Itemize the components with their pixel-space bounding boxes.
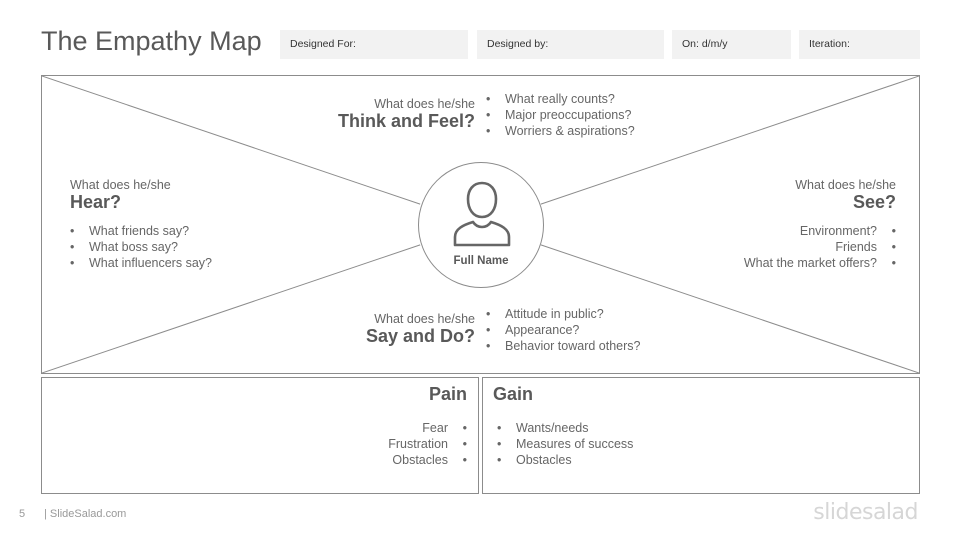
persona-full-name: Full Name xyxy=(453,255,509,267)
list-item: Worriers & aspirations? xyxy=(486,123,635,139)
pain-list: Fear Frustration Obstacles xyxy=(388,420,467,468)
list-item: Friends xyxy=(690,239,896,255)
think-feel-heading-block: What does he/she Think and Feel? xyxy=(320,97,475,132)
list-item: What really counts? xyxy=(486,91,635,107)
slidesalad-logo: slidesalad xyxy=(813,500,918,525)
list-item: Major preoccupations? xyxy=(486,107,635,123)
iteration-field[interactable]: Iteration: xyxy=(799,30,920,59)
see-list: Environment? Friends What the market off… xyxy=(690,223,896,271)
see-heading: See? xyxy=(852,192,896,212)
think-heading: Think and Feel? xyxy=(337,111,475,131)
list-item: Behavior toward others? xyxy=(486,338,641,354)
see-heading-block: What does he/she See? xyxy=(700,178,896,213)
gain-heading: Gain xyxy=(493,384,534,404)
list-item: Obstacles xyxy=(497,452,633,468)
list-item: Measures of success xyxy=(497,436,633,452)
list-item: Wants/needs xyxy=(497,420,633,436)
list-item: Obstacles xyxy=(388,452,467,468)
think-list: What really counts? Major preoccupations… xyxy=(486,91,635,139)
hear-heading: Hear? xyxy=(70,192,122,212)
date-field[interactable]: On: d/m/y xyxy=(672,30,791,59)
think-prompt: What does he/she xyxy=(374,97,475,111)
footer-site-link[interactable]: | SlideSalad.com xyxy=(44,508,127,520)
gain-list: Wants/needs Measures of success Obstacle… xyxy=(497,420,633,468)
designed-by-field[interactable]: Designed by: xyxy=(477,30,664,59)
persona-circle: Full Name xyxy=(418,162,544,288)
diagonal-lines xyxy=(42,76,919,373)
list-item: Attitude in public? xyxy=(486,306,641,322)
empathy-map-quadrants xyxy=(41,75,920,374)
say-do-heading-block: What does he/she Say and Do? xyxy=(320,312,475,347)
user-icon xyxy=(453,181,511,247)
page-number: 5 xyxy=(19,508,26,520)
see-prompt: What does he/she xyxy=(795,178,896,192)
list-item: What the market offers? xyxy=(690,255,896,271)
list-item: What boss say? xyxy=(70,239,212,255)
list-item: What influencers say? xyxy=(70,255,212,271)
hear-prompt: What does he/she xyxy=(70,178,171,192)
pain-heading: Pain xyxy=(428,384,467,404)
say-list: Attitude in public? Appearance? Behavior… xyxy=(486,306,641,354)
list-item: Frustration xyxy=(388,436,467,452)
list-item: Appearance? xyxy=(486,322,641,338)
slide-title: The Empathy Map xyxy=(41,26,262,56)
say-prompt: What does he/she xyxy=(374,312,475,326)
list-item: Fear xyxy=(388,420,467,436)
say-heading: Say and Do? xyxy=(365,326,475,346)
list-item: Environment? xyxy=(690,223,896,239)
gain-box: Gain Wants/needs Measures of success Obs… xyxy=(482,377,920,494)
list-item: What friends say? xyxy=(70,223,212,239)
designed-for-field[interactable]: Designed For: xyxy=(280,30,468,59)
pain-box: Pain Fear Frustration Obstacles xyxy=(41,377,479,494)
hear-list: What friends say? What boss say? What in… xyxy=(70,223,212,271)
hear-heading-block: What does he/she Hear? xyxy=(70,178,171,213)
